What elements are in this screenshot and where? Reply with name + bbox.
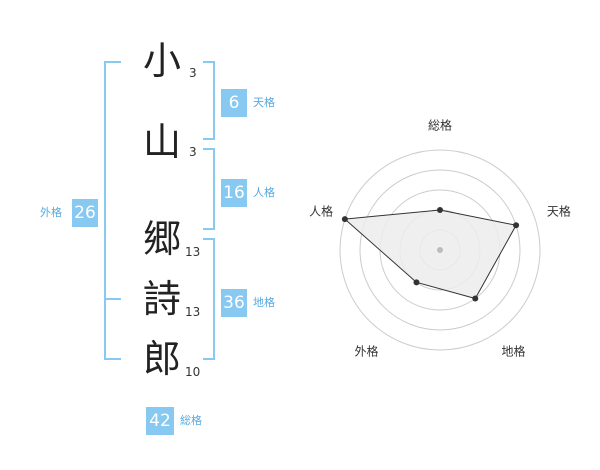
jinkaku-value: 16 xyxy=(221,179,247,207)
stroke-count-1: 3 xyxy=(189,66,197,80)
gaikaku-value: 26 xyxy=(72,199,98,227)
radar-grid-ring xyxy=(359,169,521,331)
jinkaku-label: 人格 xyxy=(253,186,275,199)
radar-point-5 xyxy=(341,216,348,223)
chikaku-value: 36 xyxy=(221,289,247,317)
radar-center-dot xyxy=(437,247,443,253)
radar-axis-label-4: 外格 xyxy=(354,344,379,359)
name-char-1: 小 xyxy=(142,39,181,83)
chikaku-label: 地格 xyxy=(253,296,275,309)
stroke-count-2: 3 xyxy=(189,145,197,159)
chikaku-bracket xyxy=(203,238,215,360)
name-char-4: 詩 xyxy=(142,277,181,321)
radar-grid-ring xyxy=(339,149,541,351)
tenkaku-label: 天格 xyxy=(253,96,275,109)
tenkaku-bracket xyxy=(203,61,215,140)
name-char-3: 郷 xyxy=(142,217,181,261)
radar-value-polygon xyxy=(343,209,517,300)
jinkaku-bracket xyxy=(203,148,215,230)
radar-axis-label-1: 総格 xyxy=(427,118,453,133)
radar-point-1 xyxy=(437,207,443,213)
soukaku-label: 総格 xyxy=(180,414,202,427)
gaikaku-bracket xyxy=(104,61,121,360)
name-char-2: 山 xyxy=(142,120,181,164)
radar-point-3 xyxy=(472,295,479,302)
radar-point-2 xyxy=(513,222,520,229)
tenkaku-value: 6 xyxy=(221,89,247,117)
radar-point-4 xyxy=(413,279,420,286)
stroke-count-3: 13 xyxy=(185,245,201,259)
gaikaku-label: 外格 xyxy=(40,206,62,219)
radar-axis-label-2: 天格 xyxy=(546,204,571,219)
gaikaku-bracket-divider xyxy=(104,298,121,300)
stroke-count-5: 10 xyxy=(185,365,201,379)
radar-axis-label-3: 地格 xyxy=(501,344,526,359)
soukaku-value: 42 xyxy=(146,407,174,435)
name-char-5: 郎 xyxy=(142,337,181,381)
stroke-count-4: 13 xyxy=(185,305,201,319)
radar-axis-label-5: 人格 xyxy=(309,204,334,219)
